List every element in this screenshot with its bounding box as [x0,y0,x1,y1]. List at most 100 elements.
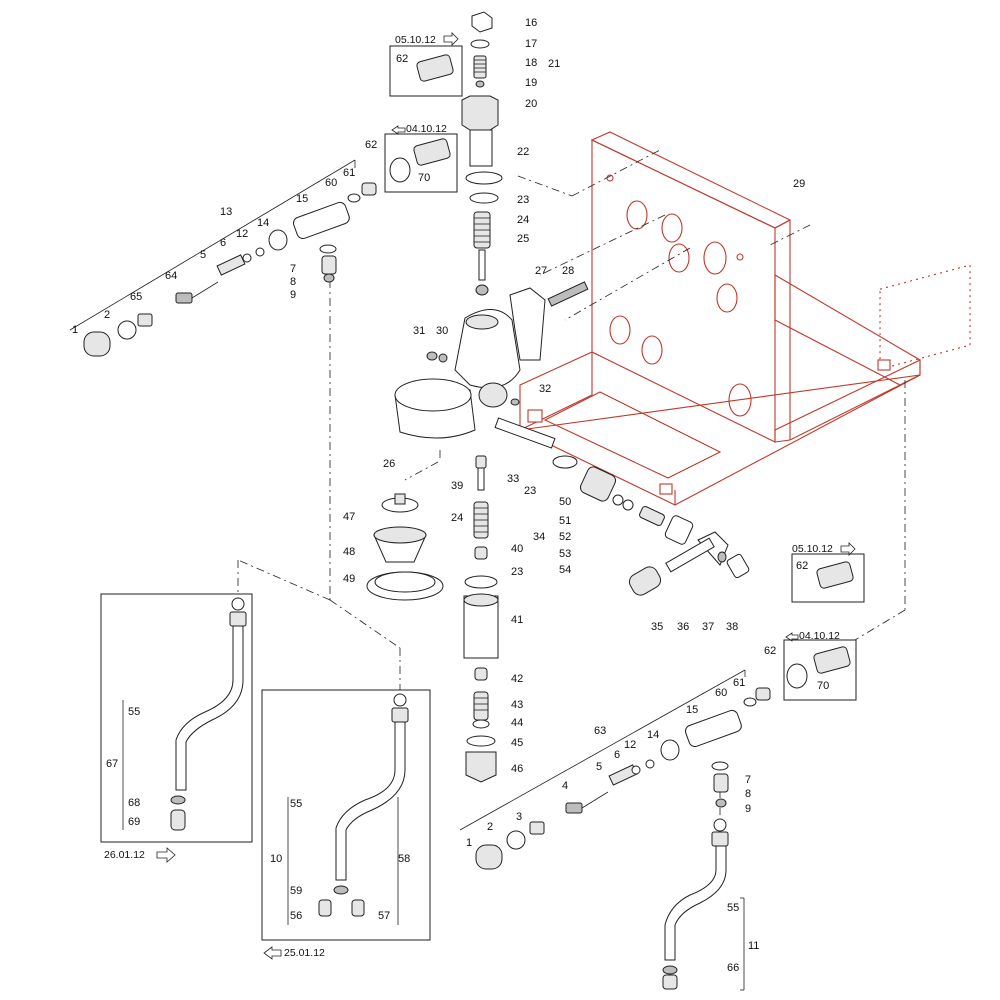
steam-wand-box-middle [261,689,431,941]
callout-37: 37 [702,621,714,633]
callout-64: 64 [165,270,177,282]
date-top-old: 04.10.12 [406,123,447,135]
callout-50: 50 [559,496,571,508]
callout-60b: 60 [715,687,727,699]
callout-10: 10 [270,853,282,865]
callout-70a: 70 [418,172,430,184]
filter-basket-group [366,493,444,601]
callout-14b: 14 [647,729,659,741]
callout-34: 34 [533,531,545,543]
callout-67: 67 [106,758,118,770]
callout-56: 56 [290,910,302,922]
callout-51: 51 [559,515,571,527]
leader-dash-lines [237,149,906,815]
chassis-frame [518,131,971,506]
callout-5b: 5 [596,761,602,773]
callout-69: 69 [128,816,140,828]
drip-grid-icon [879,264,971,370]
callout-30: 30 [436,325,448,337]
callout-66: 66 [727,962,739,974]
callout-9a: 9 [290,289,296,301]
callout-32: 32 [539,383,551,395]
callout-47: 47 [343,511,355,523]
callout-labels: 16 17 18 19 20 21 22 23 24 25 27 28 29 3… [72,17,829,974]
callout-20: 20 [525,98,537,110]
date-right-old: 04.10.12 [799,630,840,642]
callout-5a: 5 [200,249,206,261]
callout-63: 63 [594,725,606,737]
right-valve-assembly [459,553,865,870]
callout-53: 53 [559,548,571,560]
callout-23a: 23 [517,194,529,206]
callout-28: 28 [562,265,574,277]
date-box-left: 26.01.12 [104,849,145,861]
callout-59: 59 [290,885,302,897]
callout-62d: 62 [764,645,776,657]
callout-2a: 2 [104,309,110,321]
callout-62b: 62 [365,139,377,151]
callout-49: 49 [343,573,355,585]
callout-29: 29 [793,178,805,190]
arrow-right-icon [156,847,176,863]
callout-44: 44 [511,717,523,729]
callout-27: 27 [535,265,547,277]
callout-61a: 61 [343,167,355,179]
steam-wand-box-left [100,593,253,843]
lower-column [463,455,499,783]
steam-wand-right [662,818,745,991]
callout-26: 26 [383,458,395,470]
valve-column [394,11,589,469]
callout-21: 21 [548,58,560,70]
callout-48: 48 [343,546,355,558]
callout-40: 40 [511,543,523,555]
arrow-left-icon [785,632,799,642]
callout-23b: 23 [524,485,536,497]
arrow-left-icon [263,946,282,960]
callout-55a: 55 [128,706,140,718]
callout-60a: 60 [325,177,337,189]
callout-13: 13 [220,206,232,218]
callout-7b: 7 [745,774,751,786]
callout-25: 25 [517,233,529,245]
callout-24a: 24 [517,214,529,226]
arrow-right-icon [443,32,459,46]
callout-38: 38 [726,621,738,633]
callout-62a: 62 [396,53,408,65]
brew-group-valve [579,466,750,596]
callout-62c: 62 [796,560,808,572]
callout-8a: 8 [290,276,296,288]
callout-9b: 9 [745,803,751,815]
callout-15a: 15 [296,193,308,205]
callout-33: 33 [507,473,519,485]
callout-17: 17 [525,38,537,50]
callout-58: 58 [398,853,410,865]
callout-19: 19 [525,77,537,89]
callout-18: 18 [525,57,537,69]
date-top-new: 05.10.12 [395,34,436,46]
callout-1b: 1 [466,837,472,849]
callout-22: 22 [517,146,529,158]
callout-42: 42 [511,673,523,685]
callout-1a: 1 [72,324,78,336]
callout-43: 43 [511,699,523,711]
callout-7a: 7 [290,263,296,275]
arrow-left-icon [391,125,406,135]
callout-4b: 4 [562,780,568,792]
callout-8b: 8 [745,788,751,800]
revision-dates: 05.10.12 04.10.12 05.10.12 04.10.12 26.0… [104,32,856,960]
callout-68: 68 [128,797,140,809]
date-box-mid: 25.01.12 [284,947,325,959]
callout-54: 54 [559,564,571,576]
callout-6b: 6 [614,749,620,761]
callout-2b: 2 [487,821,493,833]
callout-35: 35 [651,621,663,633]
callout-36: 36 [677,621,689,633]
callout-6a: 6 [220,237,226,249]
callout-70b: 70 [817,680,829,692]
callout-24b: 24 [451,512,463,524]
callout-65: 65 [130,291,142,303]
callout-41: 41 [511,614,523,626]
callout-55b: 55 [290,798,302,810]
callout-16: 16 [525,17,537,29]
